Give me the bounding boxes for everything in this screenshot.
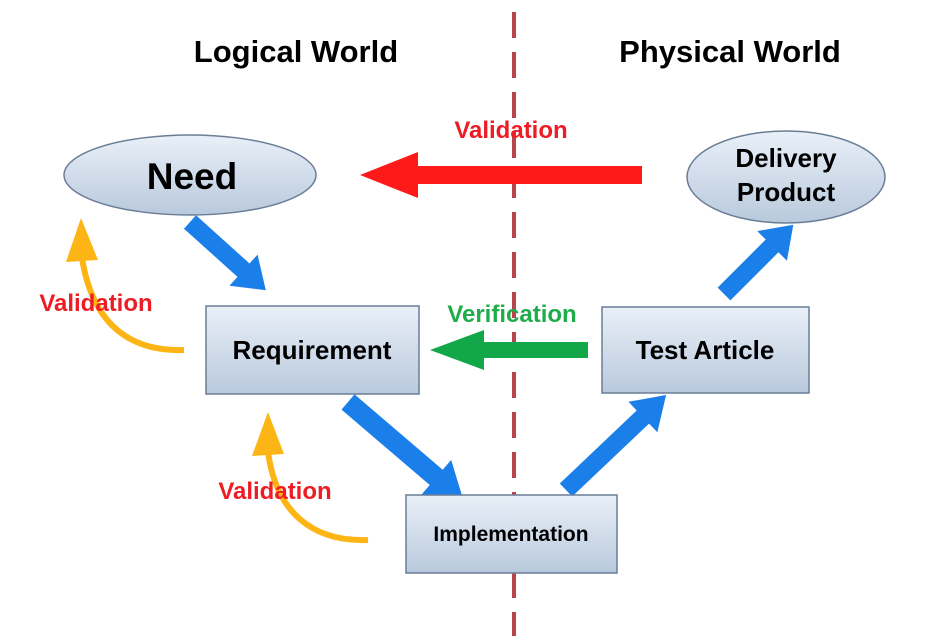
delivery-label-line1: Delivery [735,143,837,173]
flow-arrow-requirement-to-implementation [341,394,464,501]
flow-arrow-need-to-requirement [183,215,266,291]
logical-world-heading: Logical World [194,34,398,69]
need-node [63,134,317,216]
feedback-arrowhead-bottom [252,412,284,456]
delivery-label-line2: Product [737,177,836,207]
requirement-label: Requirement [233,335,392,365]
validation-label-top: Validation [454,117,567,144]
implementation-label: Implementation [433,523,588,546]
need-label: Need [147,156,237,197]
requirement-node [205,305,420,395]
validation-arrow-top [360,152,642,198]
implementation-node [405,494,618,574]
validation-label-bottom: Validation [218,478,331,505]
flow-arrow-test-article-to-delivery [717,224,794,301]
feedback-arrow-left [79,257,185,354]
feedback-arrowhead-left [66,218,98,262]
flow-arrow-implementation-to-test-article [559,395,667,497]
validation-label-left: Validation [39,290,152,317]
verification-arrow [430,330,588,370]
test-article-node [601,306,810,394]
physical-world-heading: Physical World [619,34,841,69]
feedback-arrow-bottom [265,451,369,544]
test-article-label: Test Article [636,335,775,365]
verification-label: Verification [447,301,576,328]
delivery-product-node [686,130,886,224]
